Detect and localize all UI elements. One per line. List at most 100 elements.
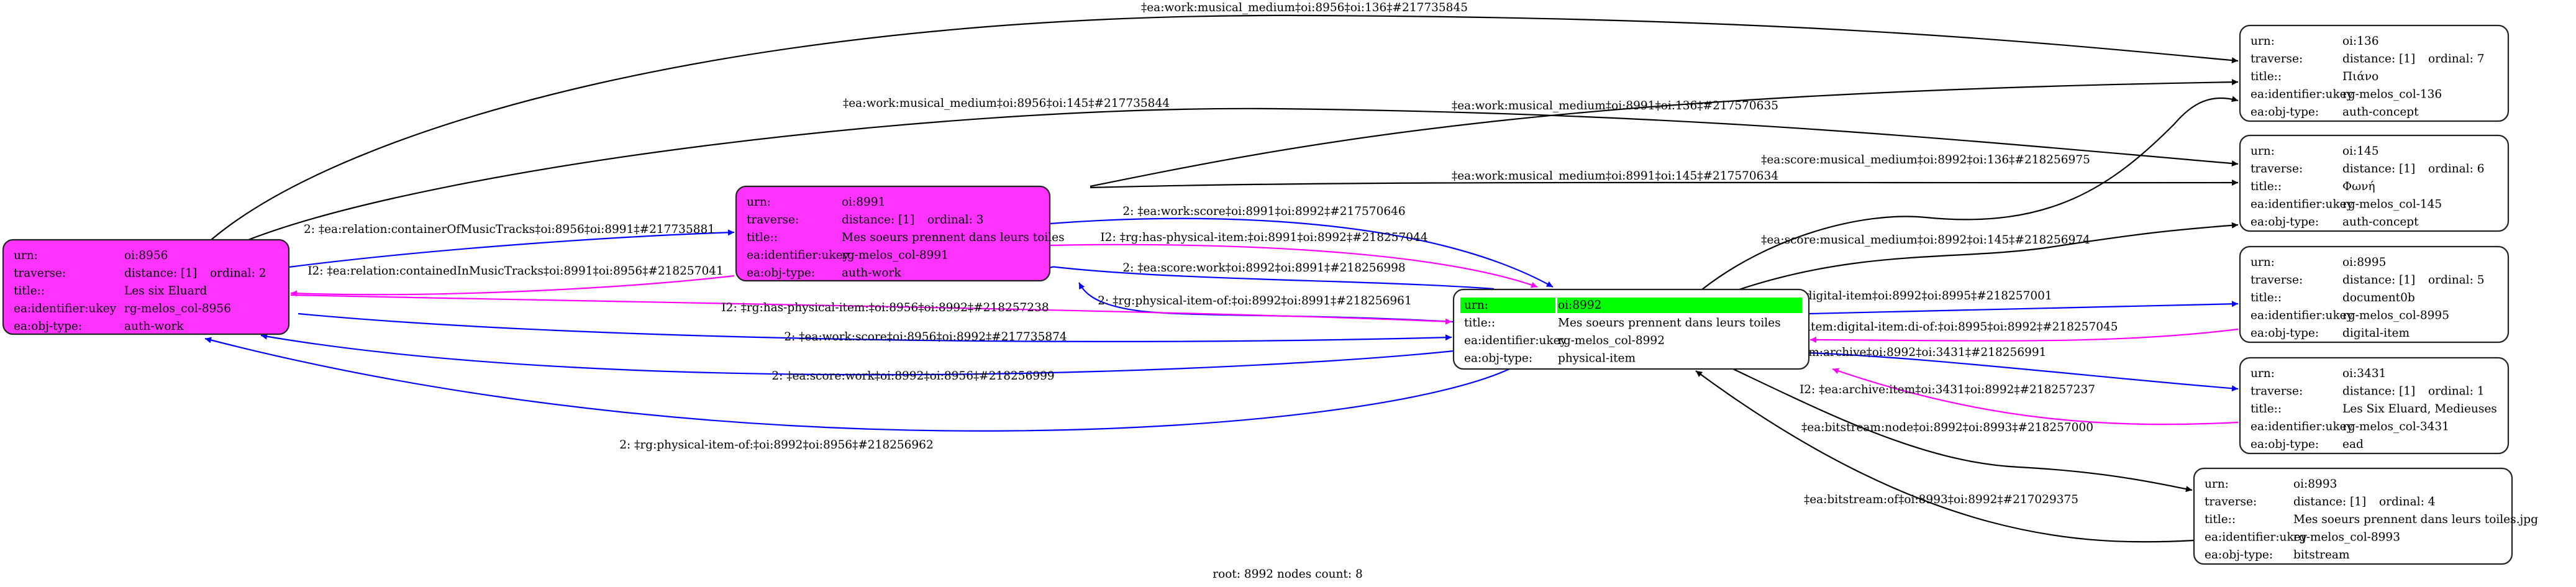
graph-edge[interactable]: 2: ‡ea:item:digital-item‡oi:8992‡oi:8995… xyxy=(1737,289,2239,315)
edge-line[interactable] xyxy=(1090,79,2239,188)
edge-line[interactable] xyxy=(1809,328,2239,344)
edge-line[interactable] xyxy=(1732,368,2193,493)
graph-edge[interactable]: ‡ea:work:musical_medium‡oi:8956‡oi:145‡#… xyxy=(248,97,2239,241)
node-field-value: distance: [1] xyxy=(2342,274,2415,287)
root-highlight xyxy=(1557,298,1802,313)
edge-label: ‡ea:work:musical_medium‡oi:8991‡oi:145‡#… xyxy=(1452,170,1778,183)
edge-line[interactable] xyxy=(288,229,735,268)
node-field-key: ea:identifier:ukey xyxy=(2251,88,2354,101)
edge-line[interactable] xyxy=(1832,368,2239,425)
node-field-key: title:: xyxy=(1464,317,1495,330)
graph-edge[interactable]: 2: ‡ea:relation:containerOfMusicTracks‡o… xyxy=(288,223,735,268)
node-field-value: Mes soeurs prennent dans leurs toiles.jp… xyxy=(2293,513,2538,526)
edge-line[interactable] xyxy=(260,333,1454,376)
node-field-key: ea:obj-type: xyxy=(2251,438,2319,451)
node-field-value: distance: [1] xyxy=(2342,385,2415,398)
graph-edge[interactable]: I2: ‡rg:has-physical-item:‡oi:8991‡oi:89… xyxy=(1049,231,1538,288)
node-field-key: title:: xyxy=(747,231,778,244)
graph-edge[interactable]: ‡ea:score:musical_medium‡oi:8992‡oi:145‡… xyxy=(1739,222,2239,291)
node-box[interactable] xyxy=(2239,134,2510,232)
edge-line[interactable] xyxy=(1043,266,1495,290)
node-box[interactable] xyxy=(2239,245,2510,344)
node-box[interactable] xyxy=(735,185,1051,282)
node-field-ordinal: ordinal: 4 xyxy=(2379,496,2436,509)
graph-edge[interactable]: ‡ea:bitstream:node‡oi:8992‡oi:8993‡#2182… xyxy=(1732,368,2193,493)
node-field-key: title:: xyxy=(14,284,45,298)
node-field-value: bitstream xyxy=(2293,548,2350,562)
edge-line[interactable] xyxy=(248,107,2239,241)
graph-edge[interactable]: ‡ea:work:musical_medium‡oi:8956‡oi:136‡#… xyxy=(211,1,2239,240)
graph-edge[interactable]: I2: ‡rg:has-physical-item:‡oi:8956‡oi:89… xyxy=(290,294,1452,325)
edge-line[interactable] xyxy=(1049,217,1554,288)
edge-line[interactable] xyxy=(204,337,1510,432)
node-field-ordinal: ordinal: 5 xyxy=(2428,274,2485,287)
graph-edge[interactable]: I2: ‡ea:archive:item‡oi:3431‡oi:8992‡#21… xyxy=(1800,368,2239,425)
graph-edge[interactable]: ‡ea:bitstream:of‡oi:8993‡oi:8992‡#217029… xyxy=(1695,370,2195,543)
node-field-key: ea:obj-type: xyxy=(14,320,82,333)
graph-edge[interactable]: 2: ‡ea:work:score‡oi:8956‡oi:8992‡#21773… xyxy=(298,312,1452,344)
graph-edge[interactable]: I2: ‡ea:item:digital-item:di-of:‡oi:8995… xyxy=(1764,321,2239,344)
edge-label: 2: ‡ea:score:work‡oi:8992‡oi:8991‡#21825… xyxy=(1122,262,1405,275)
edge-line[interactable] xyxy=(1695,370,2195,543)
edge-line[interactable] xyxy=(290,275,735,297)
graph-edge[interactable]: ‡ea:score:musical_medium‡oi:8992‡oi:136‡… xyxy=(1701,96,2239,290)
node-field-ordinal: ordinal: 1 xyxy=(2428,385,2485,398)
node-field-key: urn: xyxy=(2251,35,2275,48)
edge-label: ‡ea:bitstream:node‡oi:8992‡oi:8993‡#2182… xyxy=(1801,421,2093,434)
edge-label: 2: ‡ea:work:score‡oi:8991‡oi:8992‡#21757… xyxy=(1122,205,1405,218)
graph-edge[interactable]: I2: ‡ea:relation:containedInMusicTracks‡… xyxy=(290,265,735,297)
edge-line[interactable] xyxy=(1808,301,2239,315)
edge-line[interactable] xyxy=(1090,180,2239,189)
node-field-key: urn: xyxy=(2251,145,2275,158)
node-field-value: rg-melos_col-8992 xyxy=(1558,334,1665,347)
node-field-value: Les Six Eluard, Medieuses xyxy=(2342,403,2497,416)
node-field-key: ea:identifier:ukey xyxy=(2251,309,2354,322)
node-field-key: ea:obj-type: xyxy=(2205,548,2273,562)
node-box[interactable] xyxy=(2193,467,2513,565)
node-field-key: urn: xyxy=(747,196,771,209)
graph-edge[interactable]: 2: ‡ea:score:work‡oi:8992‡oi:8991‡#21825… xyxy=(1043,262,1495,290)
node-field-key: title:: xyxy=(2205,513,2236,526)
node-field-key: urn: xyxy=(14,249,38,262)
graph-edge[interactable]: ‡ea:work:musical_medium‡oi:8991‡oi:136‡#… xyxy=(1090,79,2239,188)
node-box[interactable] xyxy=(2239,357,2510,455)
node-field-value: Mes soeurs prennent dans leurs toiles xyxy=(1558,317,1781,330)
edge-line[interactable] xyxy=(298,312,1452,343)
node-field-value: rg-melos_col-8995 xyxy=(2342,309,2449,322)
node-field-value: rg-melos_col-3431 xyxy=(2342,421,2449,434)
edge-label: I2: ‡rg:has-physical-item:‡oi:8991‡oi:89… xyxy=(1100,231,1427,244)
edge-line[interactable] xyxy=(1049,243,1538,288)
edge-label: 2: ‡ea:relation:containerOfMusicTracks‡o… xyxy=(304,223,715,236)
node-box[interactable] xyxy=(2,239,290,335)
node-field-key: traverse: xyxy=(2251,163,2303,176)
node-field-value: digital-item xyxy=(2342,327,2410,340)
node-field-key: ea:identifier:ukey xyxy=(2251,421,2354,434)
edge-line[interactable] xyxy=(211,14,2239,240)
node-field-value: rg-melos_col-8993 xyxy=(2293,531,2400,544)
node-box[interactable] xyxy=(2239,24,2510,122)
edge-line[interactable] xyxy=(1739,222,2239,291)
node-field-key: title:: xyxy=(2251,403,2282,416)
graph-edge[interactable]: 2: ‡ea:item:archive‡oi:8992‡oi:3431‡#218… xyxy=(1755,346,2239,392)
graph-edge[interactable]: 2: ‡ea:work:score‡oi:8991‡oi:8992‡#21757… xyxy=(1049,205,1554,288)
node-field-key: urn: xyxy=(2251,367,2275,380)
node-field-ordinal: ordinal: 6 xyxy=(2428,163,2485,176)
node-field-value: physical-item xyxy=(1558,352,1636,365)
node-field-value: auth-work xyxy=(842,266,901,280)
graph-edge[interactable]: 2: ‡ea:score:work‡oi:8992‡oi:8956‡#21825… xyxy=(260,333,1454,383)
node-field-value: distance: [1] xyxy=(124,267,197,280)
node-field-key: ea:obj-type: xyxy=(2251,327,2319,340)
graph-edge[interactable]: ‡ea:work:musical_medium‡oi:8991‡oi:145‡#… xyxy=(1090,170,2239,189)
edge-line[interactable] xyxy=(290,294,1452,325)
edge-line[interactable] xyxy=(1701,96,2239,290)
edge-line[interactable] xyxy=(1808,352,2239,392)
graph-edge[interactable]: 2: ‡rg:physical-item-of:‡oi:8992‡oi:8956… xyxy=(204,337,1510,452)
